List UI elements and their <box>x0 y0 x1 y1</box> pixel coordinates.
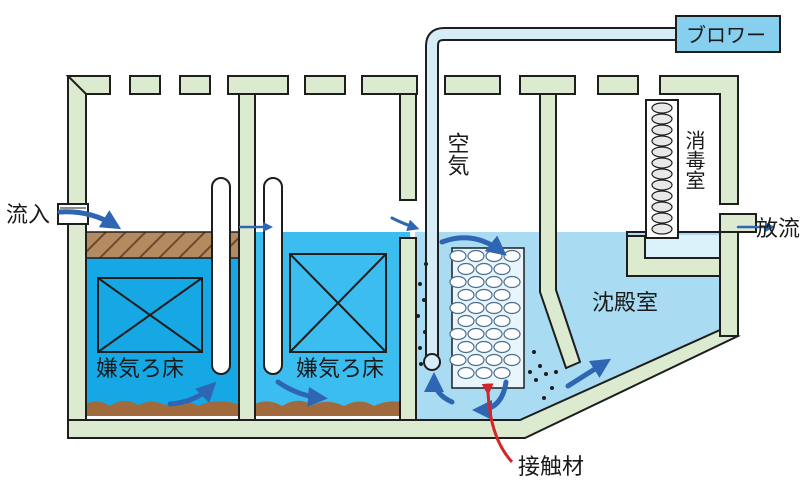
contact-stone <box>467 353 485 367</box>
contact-stone <box>503 275 521 289</box>
disinfection-tablet <box>651 102 673 114</box>
contact-stone <box>467 327 485 341</box>
contact-stone <box>475 366 493 380</box>
contact-stone <box>503 249 521 263</box>
sludge-2 <box>255 400 410 416</box>
disinfection-tablet <box>651 201 673 213</box>
contact-stone <box>457 288 475 302</box>
flow-arrows <box>57 209 775 420</box>
contact-stone <box>475 314 493 328</box>
contact-stone <box>457 340 475 354</box>
contact-stone <box>493 288 511 302</box>
contact-stone <box>475 288 493 302</box>
disinfection-tablet <box>651 223 673 235</box>
contact-stone <box>493 262 511 276</box>
contact-stone <box>449 327 467 341</box>
contact-stone <box>485 275 503 289</box>
tank-walls <box>65 75 757 439</box>
contact-stone <box>449 249 467 263</box>
contact-stone <box>493 366 511 380</box>
air-bubble <box>418 282 422 286</box>
air-bubble <box>532 350 536 354</box>
contact-stone <box>467 249 485 263</box>
air-bubble <box>544 372 548 376</box>
anaerobic-bed-2-box <box>289 253 387 353</box>
disinfection-tablet <box>651 157 673 169</box>
contact-stone <box>457 366 475 380</box>
contact-stone <box>467 275 485 289</box>
aeration-bubbles <box>416 262 558 400</box>
contact-stone <box>475 262 493 276</box>
disinfection-tablet <box>651 212 673 224</box>
air-bubble <box>542 396 546 400</box>
contact-stone <box>503 301 521 315</box>
contact-material-leader <box>481 383 514 464</box>
air-bubble <box>424 262 428 266</box>
disinfection-tablet <box>651 124 673 136</box>
air-bubble <box>419 362 423 366</box>
inflow-label: 流入 <box>6 203 50 228</box>
contact-stone <box>449 301 467 315</box>
contact-stone <box>457 314 475 328</box>
contact-stone <box>475 340 493 354</box>
disinfection-tablet <box>651 168 673 180</box>
disinfection-tablet <box>651 135 673 147</box>
air-bubble <box>550 386 554 390</box>
blower-box <box>675 15 781 53</box>
contact-stone <box>503 353 521 367</box>
blower-label: ブロワー <box>686 23 766 47</box>
sludge-1 <box>86 400 239 416</box>
air-bubble <box>422 298 426 302</box>
contact-stone <box>449 353 467 367</box>
anaerobic-bed-2-label: 嫌気ろ床 <box>296 357 384 382</box>
air-bubble <box>538 364 542 368</box>
disinfection-tube <box>645 99 679 239</box>
disinfection-tablet <box>651 146 673 158</box>
sedimentation-label: 沈殿室 <box>592 291 658 316</box>
contact-stone <box>467 301 485 315</box>
air-bubble <box>418 346 422 350</box>
air-bubble <box>423 330 427 334</box>
contact-stone <box>449 275 467 289</box>
contact-stone <box>503 327 521 341</box>
contact-material-column <box>449 247 525 389</box>
disinfection-tablet <box>651 179 673 191</box>
contact-stone <box>493 340 511 354</box>
anaerobic-bed-1-box <box>97 277 203 353</box>
contact-stone <box>493 314 511 328</box>
outflow-label: 放流 <box>756 217 800 242</box>
contact-stone <box>485 353 503 367</box>
disinfection-tablet <box>651 113 673 125</box>
contact-stone <box>485 301 503 315</box>
air-bubble <box>528 370 532 374</box>
anaerobic-bed-1-label: 嫌気ろ床 <box>96 357 184 382</box>
contact-stone <box>457 262 475 276</box>
air-bubble <box>534 378 538 382</box>
air-bubble <box>554 370 558 374</box>
air-label: 空気 <box>444 132 470 176</box>
disinfection-label: 消毒室 <box>682 130 706 190</box>
contact-stone <box>485 327 503 341</box>
disinfection-tablet <box>651 190 673 202</box>
air-pipe <box>423 27 676 371</box>
air-bubble <box>416 314 420 318</box>
contact-material-label: 接触材 <box>518 455 584 480</box>
